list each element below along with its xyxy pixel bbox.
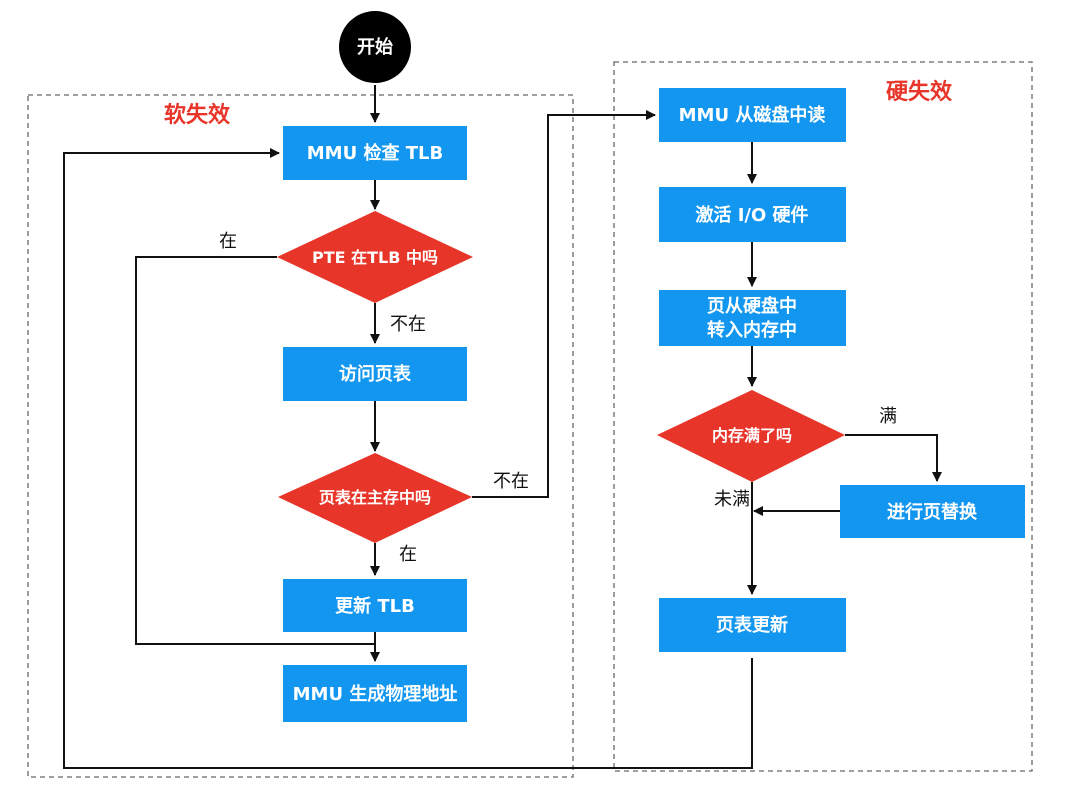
page-from-disk-box	[659, 290, 846, 346]
memory-full-label: 内存满了吗	[712, 426, 792, 445]
mmu-gen-phys-addr-box	[283, 665, 467, 722]
edge-full-yes-to-replace	[845, 434, 942, 482]
page-from-disk-label-line2: 转入内存中	[707, 319, 797, 341]
pte-in-tlb-decision	[277, 211, 473, 303]
page-from-disk-label-line1: 页从硬盘中	[707, 295, 797, 317]
pte-in-tlb-label: PTE 在TLB 中吗	[312, 248, 438, 267]
soft-fault-title: 软失效	[164, 102, 230, 128]
edge-update-back-loop	[63, 148, 753, 769]
edge-label-not-in-2: 不在	[493, 471, 529, 492]
hard-fault-region	[613, 61, 1033, 772]
activate-io-box	[659, 187, 846, 242]
page-replace-box	[840, 485, 1025, 538]
page-table-in-memory-label: 页表在主存中吗	[319, 488, 431, 507]
access-page-table-box	[283, 347, 467, 401]
edge-pte-yes-loop	[135, 256, 375, 645]
edge-label-not-full: 未满	[714, 489, 750, 510]
mmu-gen-phys-addr-label: MMU 生成物理地址	[293, 683, 458, 705]
edge-inmem-no-to-disk	[472, 110, 656, 498]
mmu-read-disk-box	[659, 88, 846, 142]
start-node	[339, 11, 411, 83]
mmu-check-tlb-label: MMU 检查 TLB	[307, 142, 443, 164]
mmu-read-disk-label: MMU 从磁盘中读	[679, 104, 826, 126]
mmu-check-tlb-box	[283, 126, 467, 180]
update-tlb-label: 更新 TLB	[335, 595, 415, 617]
edge-label-full: 满	[879, 406, 897, 427]
page-table-update-label: 页表更新	[716, 614, 788, 636]
hard-fault-title: 硬失效	[886, 79, 952, 105]
start-label: 开始	[357, 36, 393, 58]
activate-io-label: 激活 I/O 硬件	[695, 204, 808, 226]
memory-full-decision	[657, 390, 845, 482]
page-table-in-memory-decision	[278, 453, 472, 543]
update-tlb-box	[283, 579, 467, 632]
page-table-update-box	[659, 598, 846, 652]
edges	[63, 85, 942, 769]
edge-label-in-2: 在	[399, 544, 417, 565]
soft-fault-region	[27, 94, 574, 778]
access-page-table-label: 访问页表	[339, 363, 412, 385]
edge-label-not-in-1: 不在	[390, 314, 426, 335]
page-replace-label: 进行页替换	[887, 501, 978, 523]
edge-label-in-1: 在	[219, 231, 237, 252]
